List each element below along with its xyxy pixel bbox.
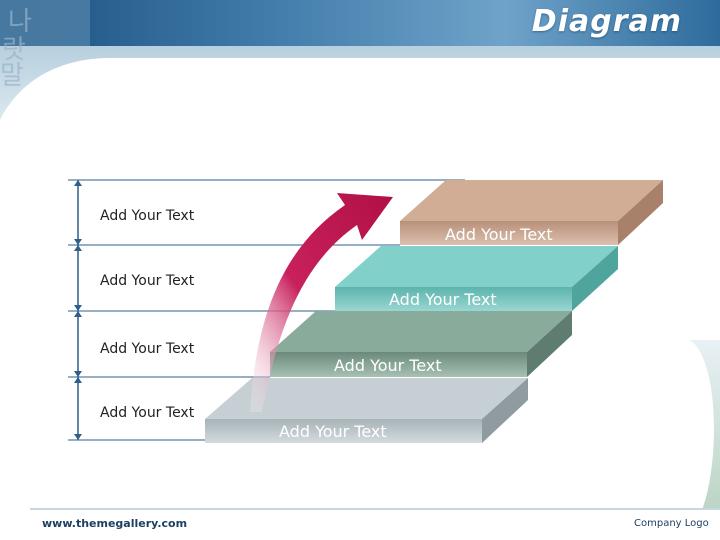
dimension-arrow-icon [68, 179, 465, 441]
step-1-text: Add Your Text [279, 422, 387, 441]
step-4-block [400, 180, 663, 245]
left-label-2: Add Your Text [100, 273, 195, 289]
step-3-text: Add Your Text [389, 290, 497, 309]
step-4-text: Add Your Text [445, 225, 553, 244]
step-1-block [205, 378, 528, 443]
step-2-block [270, 311, 572, 377]
footer-company-logo: Company Logo [634, 518, 709, 529]
footer-url[interactable]: www.themegallery.com [42, 517, 188, 530]
svg-text:말: 말 [0, 61, 24, 91]
svg-text:나: 나 [8, 7, 32, 37]
curved-arrow-icon [250, 193, 393, 412]
step-3-block [335, 246, 618, 311]
left-label-4: Add Your Text [100, 405, 195, 421]
svg-text:랏: 랏 [2, 35, 26, 65]
left-label-1: Add Your Text [100, 208, 195, 224]
korean-calligraphy-decoration: 나 랏 말 [0, 7, 32, 91]
slide-title: Diagram [531, 4, 682, 39]
step-2-text: Add Your Text [334, 356, 442, 375]
left-label-3: Add Your Text [100, 341, 195, 357]
